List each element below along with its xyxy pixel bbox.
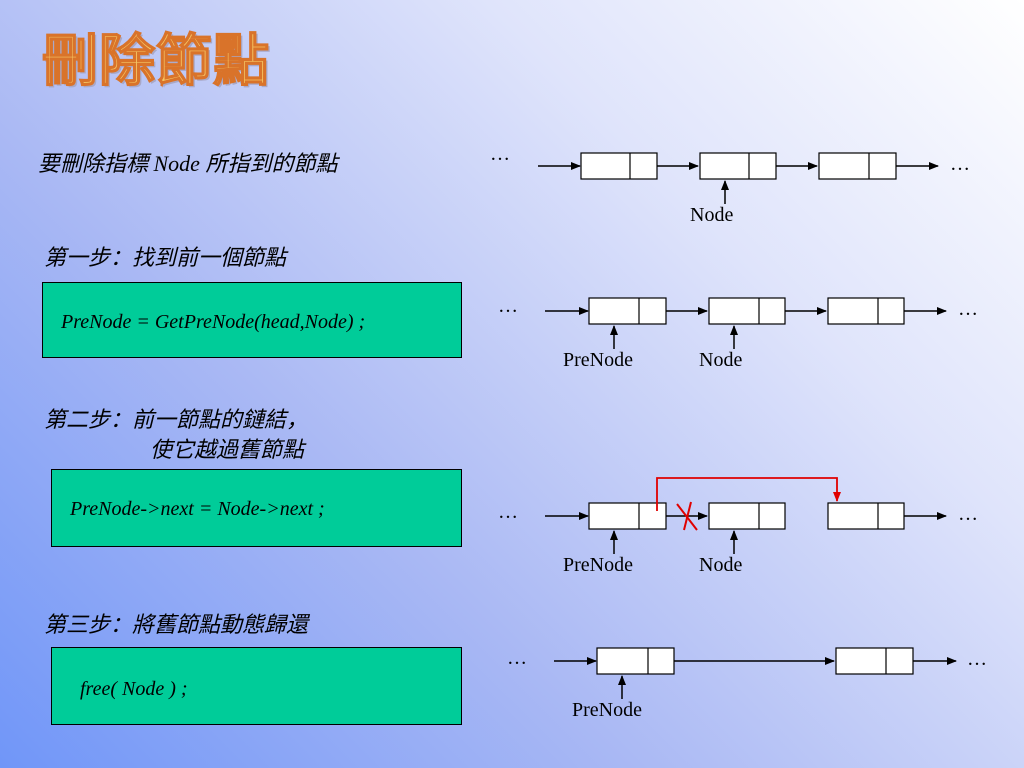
step2-heading-line2: 使它越過舊節點: [150, 437, 305, 462]
diagram-step1: … … PreNode Node: [498, 295, 978, 371]
intro-text: 要刪除指標 Node 所指到的節點: [38, 151, 338, 176]
ellipsis-right: …: [958, 298, 978, 320]
ellipsis-left: …: [498, 295, 518, 317]
list-node: [827, 502, 905, 530]
ellipsis-right: …: [950, 153, 970, 175]
step3-heading: 第三步：將舊節點動態歸還: [44, 612, 309, 637]
prenode-pointer-label: PreNode: [572, 699, 642, 721]
ellipsis-left: …: [498, 501, 518, 523]
step3-code-box: free( Node ) ;: [51, 647, 462, 725]
step2-code-box: PreNode->next = Node->next ;: [51, 469, 462, 547]
list-node: [580, 152, 658, 180]
step1-code: PreNode = GetPreNode(head,Node) ;: [61, 311, 366, 333]
diagram-original: … … Node: [490, 143, 970, 226]
node-pointer-label: Node: [699, 554, 742, 576]
step1-heading: 第一步：找到前一個節點: [44, 245, 287, 270]
list-node: [588, 502, 667, 530]
list-node: [588, 297, 667, 325]
list-node: [708, 502, 786, 530]
relink-arrow: [656, 477, 841, 511]
prenode-pointer-label: PreNode: [563, 554, 633, 576]
cut-link-mark: [676, 501, 698, 531]
ellipsis-left: …: [490, 143, 510, 165]
ellipsis-left: …: [507, 647, 527, 669]
ellipsis-right: …: [967, 648, 987, 670]
list-node: [699, 152, 777, 180]
diagram-step2: … … PreNode Node: [498, 477, 978, 576]
node-pointer-label: Node: [690, 204, 733, 226]
node-pointer-label: Node: [699, 349, 742, 371]
step3-code: free( Node ) ;: [80, 678, 188, 700]
list-node: [827, 297, 905, 325]
prenode-pointer-label: PreNode: [563, 349, 633, 371]
list-node: [818, 152, 897, 180]
ellipsis-right: …: [958, 503, 978, 525]
slide-title: 刪除節點: [41, 28, 270, 94]
step2-heading-line1: 第二步：前一節點的鏈結，: [44, 407, 309, 432]
step1-code-box: PreNode = GetPreNode(head,Node) ;: [42, 282, 462, 358]
list-node: [596, 647, 675, 675]
diagram-step3: … … PreNode: [507, 647, 987, 721]
list-node: [708, 297, 786, 325]
step2-code: PreNode->next = Node->next ;: [70, 498, 325, 520]
list-node: [835, 647, 914, 675]
